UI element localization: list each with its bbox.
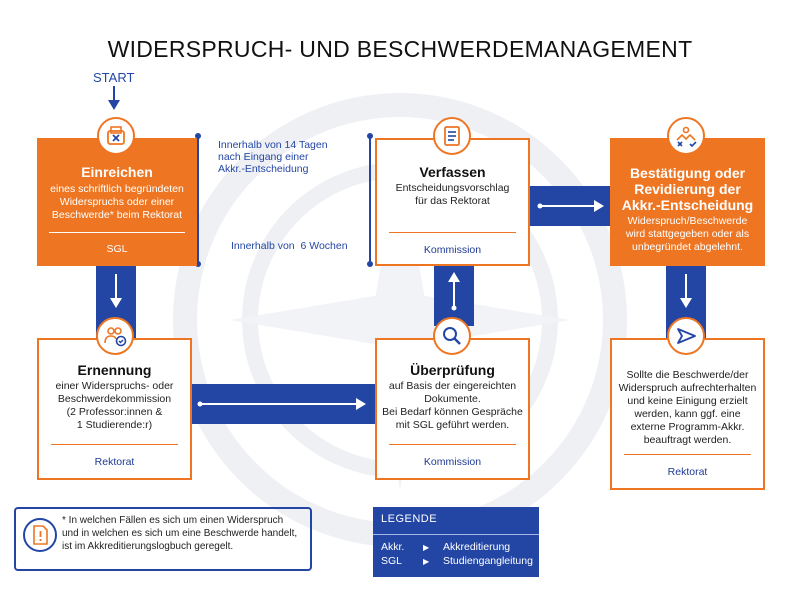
text-line: und in welchen es sich um eine Beschwerd… (62, 528, 298, 539)
note-line: Innerhalb von 14 Tagen (218, 139, 328, 151)
step-text: Sollte die Beschwerde/der Widerspruch au… (612, 369, 763, 447)
legend-key: Akkr. (381, 541, 405, 553)
document-alert-icon (23, 518, 57, 552)
text-line: und keine Einigung erzielt (627, 395, 748, 407)
timing-note-6-weeks: Innerhalb von 6 Wochen (231, 240, 348, 252)
text-line: Beschwerdekommission (57, 393, 172, 405)
arrow-down-icon (110, 274, 122, 308)
start-label: START (93, 70, 135, 85)
text-line: auf Basis der eingereichten (388, 380, 517, 392)
arrow-up-icon (448, 272, 460, 311)
legend-value: Studiengangleitung (443, 555, 533, 567)
send-icon (667, 317, 705, 355)
legend-heading: LEGENDE (381, 513, 438, 525)
triangle-right-icon: ▶ (423, 543, 430, 552)
text-line: Dokumente. (424, 393, 481, 405)
step-responsible: Rektorat (667, 466, 708, 478)
legend-key: SGL (381, 555, 403, 567)
triangle-right-icon: ▶ (423, 557, 430, 566)
step-text: einer Widerspruchs- oder Beschwerdekommi… (39, 380, 190, 432)
text-line: mit SGL geführt werden. (395, 419, 510, 431)
magnifier-icon (433, 317, 471, 355)
step-ueberpruefung: Überprüfung auf Basis der eingereichten … (375, 338, 530, 480)
legend: LEGENDE Akkr. ▶ Akkreditierung SGL ▶ Stu… (373, 507, 539, 577)
step-text: auf Basis der eingereichten Dokumente. B… (377, 380, 528, 432)
document-x-icon (97, 117, 135, 155)
footnote-box: * In welchen Fällen es sich um einen Wid… (14, 507, 312, 571)
step-einreichen: Einreichen eines schriftlich begründeten… (37, 138, 197, 266)
timing-note-14-days: Innerhalb von 14 Tagen nach Eingang eine… (218, 139, 328, 175)
footnote-text: * In welchen Fällen es sich um einen Wid… (62, 514, 297, 553)
step-title: Verfassen (419, 164, 486, 180)
text-line: 1 Studierende:r) (76, 419, 153, 431)
workflow-icon (667, 117, 705, 155)
text-line: Entscheidungsvorschlag (395, 182, 510, 194)
document-text-icon (433, 117, 471, 155)
step-responsible: Rektorat (94, 456, 135, 468)
text-line: ist im Akkreditierungslogbuch geregelt. (62, 541, 234, 552)
start-arrow (108, 86, 120, 110)
step-text: eines schriftlich begründeten Widerspruc… (37, 183, 197, 222)
timing-brackets (195, 133, 373, 267)
separator (49, 232, 185, 233)
separator (51, 444, 178, 445)
step-ernennung: Ernennung einer Widerspruchs- oder Besch… (37, 338, 192, 480)
text-line: Widerspruchs oder einer (59, 196, 175, 208)
step-title: Einreichen (81, 164, 153, 180)
step-extern: Sollte die Beschwerde/der Widerspruch au… (610, 338, 765, 490)
text-line: beauftragt werden. (643, 434, 732, 446)
title-line: Bestätigung oder (629, 165, 746, 181)
text-line: werden, kann ggf. eine (634, 408, 741, 420)
text-line: wird stattgegeben oder als (625, 228, 750, 240)
text-line: Beschwerde* beim Rektorat (51, 209, 183, 221)
step-bestaetigung: Bestätigung oder Revidierung der Akkr.-E… (610, 138, 765, 266)
step-title: Überprüfung (410, 362, 495, 378)
arrow-down-icon (680, 274, 692, 308)
legend-value: Akkreditierung (443, 541, 511, 553)
step-verfassen: Verfassen Entscheidungsvorschlag für das… (375, 138, 530, 266)
step-text: Entscheidungsvorschlag für das Rektorat (377, 182, 528, 208)
legend-divider (373, 534, 539, 535)
title-line: Akkr.-Entscheidung (621, 197, 754, 213)
separator (389, 444, 516, 445)
text-line: externe Programm-Akkr. (630, 421, 745, 433)
step-title: Ernennung (77, 362, 152, 378)
text-line: unbegründet abgelehnt. (632, 241, 743, 253)
page-title: WIDERSPRUCH- UND BESCHWERDEMANAGEMENT (107, 36, 693, 62)
step-text: Widerspruch/Beschwerde wird stattgegeben… (610, 215, 765, 254)
step-title: Bestätigung oder Revidierung der Akkr.-E… (610, 165, 765, 213)
text-line: Bei Bedarf können Gespräche (382, 406, 523, 418)
step-responsible: SGL (106, 243, 128, 255)
separator (624, 454, 751, 455)
text-line: einer Widerspruchs- oder (55, 380, 174, 392)
step-responsible: Kommission (423, 244, 482, 256)
people-check-icon (96, 317, 134, 355)
step-responsible: Kommission (423, 456, 482, 468)
text-line: Sollte die Beschwerde/der (626, 369, 749, 381)
text-line: Widerspruch/Beschwerde (627, 215, 748, 227)
separator (389, 232, 516, 233)
text-line: Widerspruch aufrechterhalten (618, 382, 757, 394)
note-line: Akkr.-Entscheidung (218, 163, 309, 175)
arrow-right-icon (197, 398, 366, 410)
arrow-right-icon (537, 200, 604, 212)
text-line: * In welchen Fällen es sich um einen Wid… (62, 515, 284, 526)
note-line: nach Eingang einer (218, 151, 309, 163)
text-line: (2 Professor:innen & (66, 406, 163, 418)
text-line: für das Rektorat (415, 195, 490, 207)
text-line: eines schriftlich begründeten (50, 183, 184, 195)
title-line: Revidierung der (634, 181, 741, 197)
